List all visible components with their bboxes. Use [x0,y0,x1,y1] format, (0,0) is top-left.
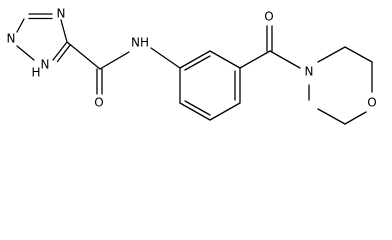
atom-n-triazole-4: N [57,7,66,21]
atom-o-amide: O [94,96,103,110]
atom-n-morpholine: N [305,65,314,79]
atom-n-triazole-2: N [7,32,16,46]
atom-o-ketone: O [264,10,273,24]
carbonyl-group [239,25,301,69]
benzene-ring [150,47,241,121]
morpholine-ring [308,46,373,125]
atom-h-triazole: H [31,66,40,80]
triazole-ring [16,13,72,63]
atom-nh-amide: NH [131,36,149,50]
atom-o-morpholine: O [367,96,376,110]
atom-n-triazole-1: N [41,58,50,72]
chemical-structure: N N N H O NH O N O [7,7,377,125]
amide-group [66,41,130,95]
